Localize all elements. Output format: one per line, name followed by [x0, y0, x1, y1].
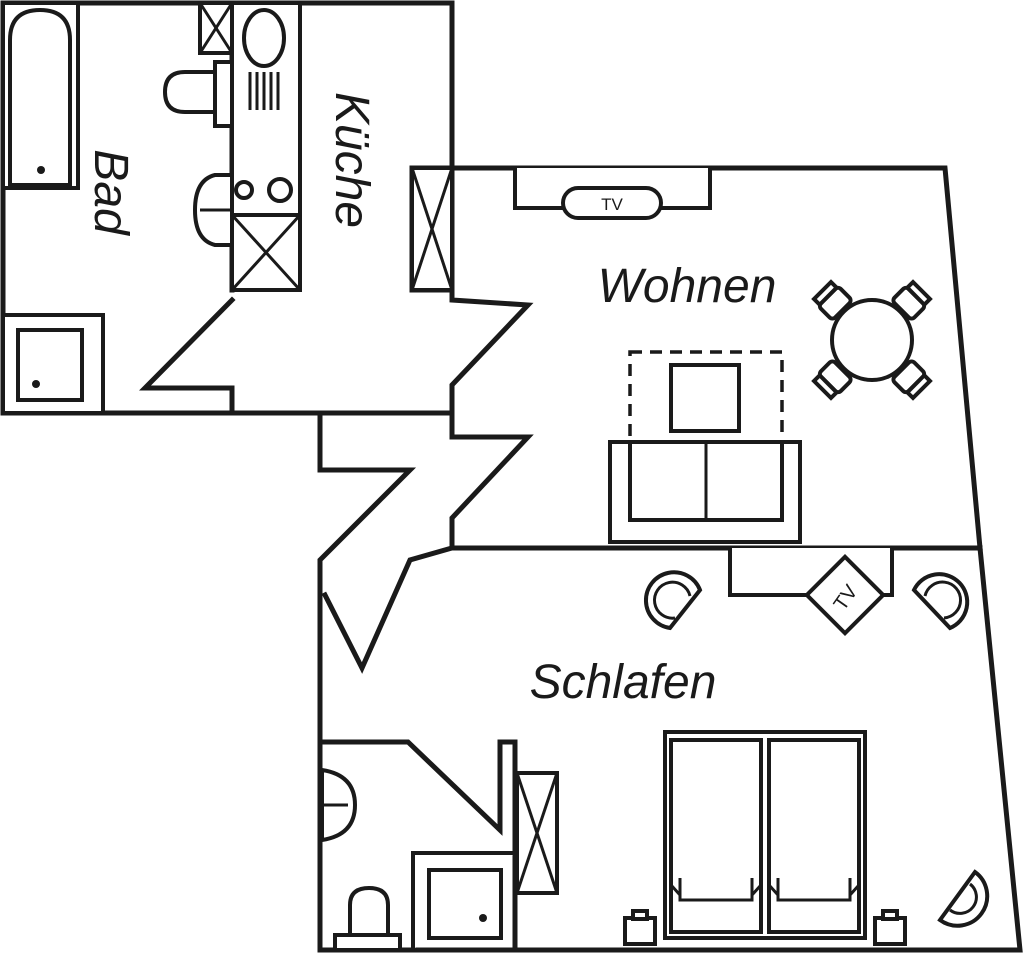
toilet-icon [162, 60, 234, 128]
schlafen-tv-stand: TV [728, 548, 894, 637]
kitchen-sink-icon [234, 177, 293, 203]
armchair-right-icon [911, 572, 970, 631]
wohnen-wardrobe-icon [410, 166, 454, 292]
coffee-table-icon [628, 350, 784, 444]
room-label-bad: Bad [84, 149, 137, 236]
room-label-wohnen: Wohnen [598, 260, 777, 313]
ensuite-shower-icon [427, 868, 503, 940]
sofa-icon [608, 440, 802, 544]
kitchen-door [139, 296, 236, 391]
ensuite-sink-icon [320, 767, 358, 843]
kitchen-cabinet-icon [230, 213, 302, 292]
nightstand-right-icon [873, 909, 907, 946]
ensuite-toilet-icon [333, 885, 402, 952]
tv-stand: TV [513, 168, 712, 220]
dining-table-icon [811, 279, 933, 401]
ensuite-wardrobe-icon [515, 771, 559, 895]
fridge-oval-icon [242, 8, 286, 68]
sink-icon [192, 173, 234, 247]
room-label-schlafen: Schlafen [530, 656, 717, 709]
tv-label-wohnen: TV [601, 195, 623, 214]
nightstand-left-icon [623, 909, 657, 946]
shower-icon [1, 313, 105, 415]
bad-window-icon [198, 1, 234, 55]
stove-icon [248, 72, 280, 110]
armchair-left-icon [643, 570, 703, 631]
bathtub-icon [1, 1, 80, 190]
double-bed-icon [663, 730, 867, 940]
room-label-kueche: Küche [325, 92, 378, 228]
bedside-lamp-icon [937, 869, 990, 928]
